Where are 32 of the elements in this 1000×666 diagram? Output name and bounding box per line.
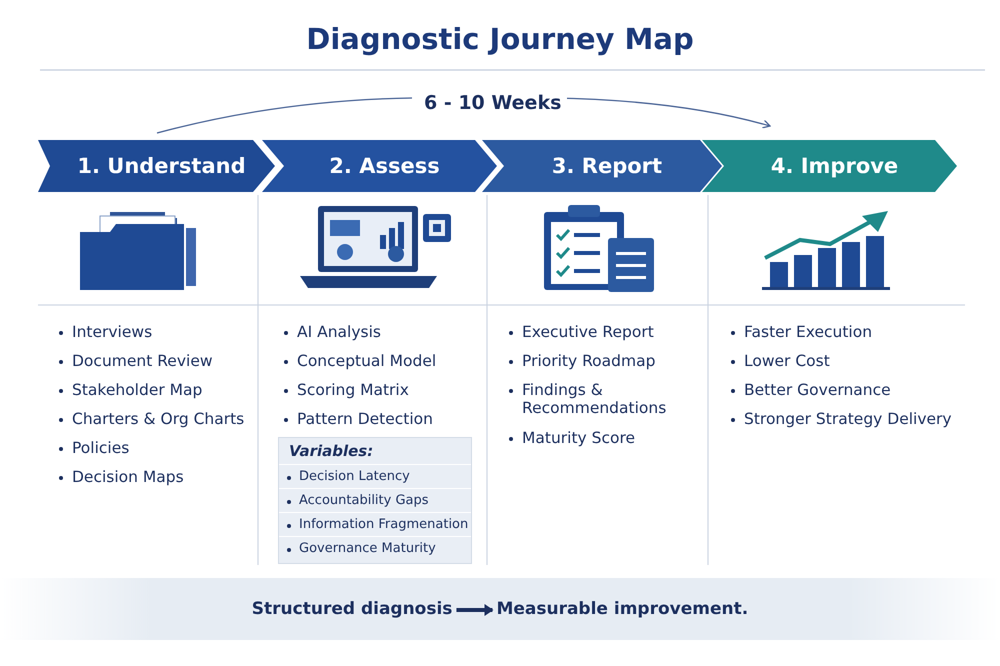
list-item: AI Analysis <box>297 323 381 341</box>
list-item: Policies <box>72 439 130 457</box>
list-item: Executive Report <box>522 323 654 341</box>
chevron-step: 3. Report <box>482 140 722 192</box>
chevron-step: 1. Understand <box>38 140 275 192</box>
list-item: Maturity Score <box>522 429 636 447</box>
list-item: Lower Cost <box>744 352 830 370</box>
list-item: Priority Roadmap <box>522 352 656 370</box>
list-item: Better Governance <box>744 381 891 399</box>
arrow <box>456 604 494 616</box>
list-item: Faster Execution <box>744 323 872 341</box>
list-item: Conceptual Model <box>297 352 436 370</box>
list-item: Document Review <box>72 352 213 370</box>
title: Diagnostic Journey Map <box>305 22 695 56</box>
list-item: Governance Maturity <box>299 541 436 556</box>
list-item: Stakeholder Map <box>72 381 202 399</box>
panel-heading: Variables: <box>289 442 374 460</box>
list-item: Findings & Recommendations <box>522 381 668 417</box>
list-item: Scoring Matrix <box>297 381 409 399</box>
list-item: Stronger Strategy Delivery <box>744 410 952 428</box>
list-item: Interviews <box>72 323 152 341</box>
list-item: Information Fragmenation <box>299 517 468 532</box>
list-item: Charters & Org Charts <box>72 410 244 428</box>
summary-text: Measurable improvement. <box>496 599 748 619</box>
list-item: Decision Maps <box>72 468 184 486</box>
chevron-step: 4. Improve <box>702 140 957 192</box>
list-item: Pattern Detection <box>297 410 433 428</box>
summary-text: Structured diagnosis <box>252 599 452 619</box>
list-item: Accountability Gaps <box>299 493 429 508</box>
variables-panel <box>278 437 472 564</box>
chevron-step: 2. Assess <box>262 140 497 192</box>
list-item: Decision Latency <box>299 469 410 484</box>
